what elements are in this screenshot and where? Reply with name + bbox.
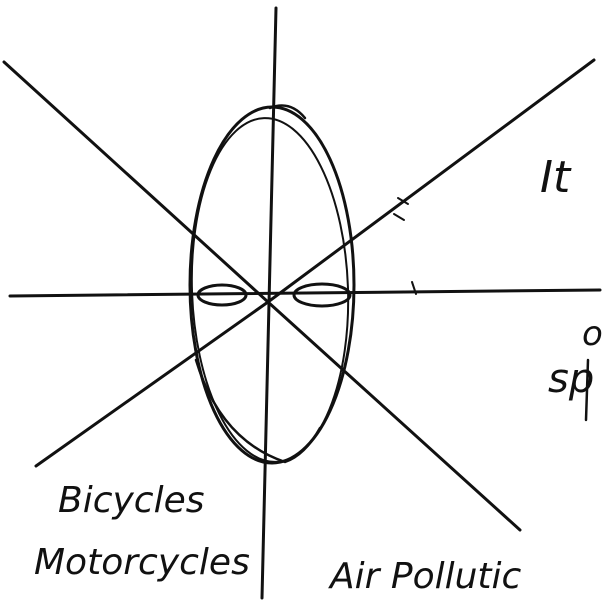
- label-air-pollution: Air Pollutic: [328, 556, 522, 597]
- diagonal-line-top-left: [4, 62, 268, 302]
- label-right-fragment-1: o: [582, 314, 603, 354]
- diagonal-line-bottom-right: [268, 302, 520, 530]
- label-motorcycles: Motorcycles: [34, 542, 250, 583]
- label-bicycles: Bicycles: [58, 480, 205, 521]
- horizontal-axis-line: [10, 290, 600, 296]
- right-eye-hole: [294, 284, 350, 306]
- label-top-right-fragment: It: [540, 152, 572, 203]
